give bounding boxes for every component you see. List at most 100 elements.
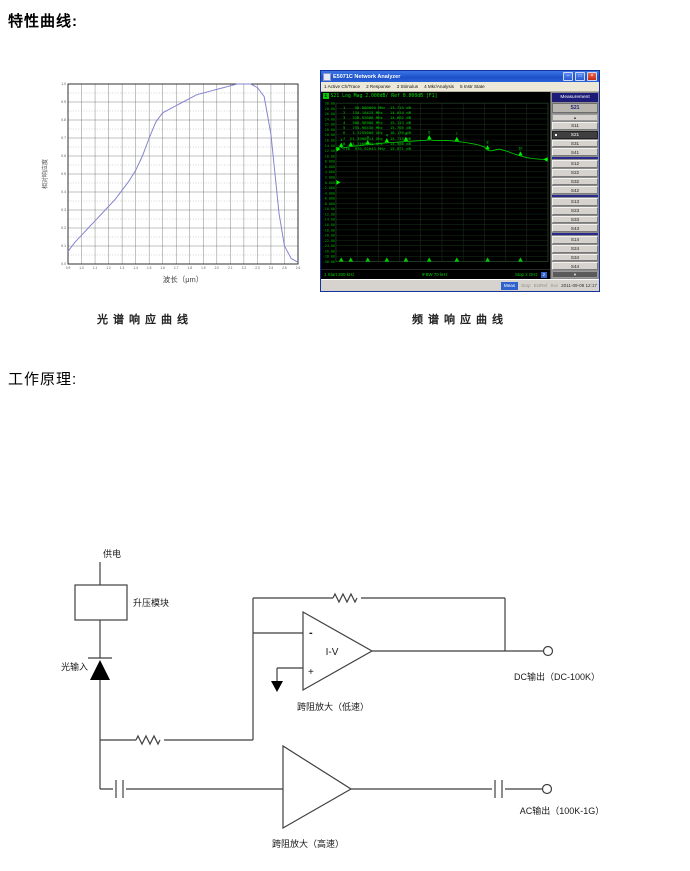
marker-table-row: 2 154.10425 MHz 14.014 dB xyxy=(343,110,411,116)
analyzer-titlebar[interactable]: E5071C Network Analyzer – □ × xyxy=(321,71,599,82)
panel-separator xyxy=(552,195,598,197)
svg-text:1.7: 1.7 xyxy=(174,266,179,270)
menu-item-5[interactable]: 5 Instr State xyxy=(459,84,485,89)
svg-text:0.9: 0.9 xyxy=(61,100,66,104)
svg-text:1.6: 1.6 xyxy=(160,266,165,270)
svg-text:-12.00: -12.00 xyxy=(323,212,335,216)
panel-separator xyxy=(552,157,598,159)
svg-text:2.3: 2.3 xyxy=(255,266,260,270)
scroll-up-button[interactable]: ▲ xyxy=(552,114,598,121)
svg-text:-18.00: -18.00 xyxy=(323,228,335,232)
tia-high-label: 跨阻放大（高速） xyxy=(272,838,344,849)
close-button[interactable]: × xyxy=(587,72,597,81)
resistor-icon xyxy=(135,734,161,746)
svg-text:-26.00: -26.00 xyxy=(323,249,335,253)
scroll-down-button[interactable]: ▼ xyxy=(552,271,598,278)
marker-table-row: 5 755.98430 MHz 15.705 dB xyxy=(343,125,411,131)
clock: 2011-09-09 12:17 xyxy=(561,283,597,288)
menu-item-2[interactable]: 2 Response xyxy=(366,84,391,89)
sweep-stop-label: Stop 2 GHz xyxy=(514,272,538,277)
svg-text:2.4: 2.4 xyxy=(269,266,274,270)
sparam-button-s43-11[interactable]: S43 xyxy=(552,224,598,232)
sparam-button-s42-7[interactable]: S42 xyxy=(552,186,598,194)
dc-output-terminal xyxy=(542,645,554,657)
dc-output-label: DC输出（DC-100K） xyxy=(514,671,600,682)
panel-active-display: S21 xyxy=(552,103,598,113)
sparam-button-s24-13[interactable]: S24 xyxy=(552,244,598,253)
caption-spectral: 光谱响应曲线 xyxy=(97,314,193,326)
sparam-button-s22-5[interactable]: S22 xyxy=(552,168,598,177)
svg-text:0.4: 0.4 xyxy=(61,190,66,194)
ground-icon xyxy=(271,681,283,692)
svg-text:2: 2 xyxy=(350,137,352,141)
trace-marker xyxy=(518,151,523,156)
sparam-button-s41[interactable]: S41 xyxy=(552,148,598,156)
trace-marker xyxy=(384,138,390,143)
opamp-iv-triangle xyxy=(302,610,374,692)
svg-text:2.1: 2.1 xyxy=(228,266,233,270)
maximize-button[interactable]: □ xyxy=(575,72,585,81)
sparam-button-s32-6[interactable]: S32 xyxy=(552,177,598,186)
panel-header: Measurement xyxy=(552,93,598,102)
sparam-button-s13-8[interactable]: S13 xyxy=(552,198,598,206)
trace-end-arrow xyxy=(543,157,548,162)
sparam-button-s14-12[interactable]: S14 xyxy=(552,236,598,244)
svg-text:2.0: 2.0 xyxy=(215,266,220,270)
svg-text:6.000: 6.000 xyxy=(325,165,335,169)
svg-text:0.000: 0.000 xyxy=(325,181,335,185)
ac-output-terminal xyxy=(541,783,553,795)
svg-text:8.000: 8.000 xyxy=(325,160,335,164)
trace-status-text: S21 Log Mag 2.000dB/ Ref 0.000dB [F1] xyxy=(330,93,438,99)
svg-text:-6.000: -6.000 xyxy=(323,197,335,201)
svg-text:1.0: 1.0 xyxy=(79,266,84,270)
opamp-minus-label: - xyxy=(309,627,313,639)
svg-text:1.3: 1.3 xyxy=(120,266,125,270)
ifbw-label: IFBW 70 kHz xyxy=(421,272,448,277)
svg-text:-22.00: -22.00 xyxy=(323,239,335,243)
panel-separator xyxy=(552,233,598,235)
sparam-button-s34-14[interactable]: S34 xyxy=(552,253,598,262)
sparam-button-s33-10[interactable]: S33 xyxy=(552,215,598,224)
menu-item-3[interactable]: 3 Stimulus xyxy=(396,84,419,89)
marker-axis-tick xyxy=(518,257,523,262)
menu-item-1[interactable]: 1 Active Ch/Trace xyxy=(324,84,361,89)
section-heading-principle: 工作原理: xyxy=(8,371,78,388)
menu-item-4[interactable]: 4 Mkr/Analysis xyxy=(424,84,454,89)
svg-text:12.00: 12.00 xyxy=(325,149,335,153)
capacitor-icon xyxy=(115,780,124,798)
spectral-ylabel: 相对响应度 xyxy=(41,159,49,189)
svg-text:2.5: 2.5 xyxy=(282,266,287,270)
sparam-button-s44-15[interactable]: S44 xyxy=(552,262,598,270)
ac-output-label: AC输出（100K-1G） xyxy=(520,805,605,816)
svg-text:1.9: 1.9 xyxy=(201,266,206,270)
marker-axis-tick xyxy=(365,257,371,262)
sparam-button-s11[interactable]: S11 xyxy=(552,122,598,130)
trace-marker xyxy=(339,142,344,147)
trace-marker xyxy=(485,145,490,150)
boost-module-label: 升压模块 xyxy=(133,597,169,608)
sparam-button-s12-4[interactable]: S12 xyxy=(552,160,598,168)
sparam-button-s21[interactable]: S21 xyxy=(552,130,598,139)
meas-status-badge: Meas xyxy=(500,281,519,290)
minimize-button[interactable]: – xyxy=(563,72,573,81)
sparam-button-s23-9[interactable]: S23 xyxy=(552,206,598,215)
marker-axis-tick xyxy=(338,257,344,262)
svg-text:1.8: 1.8 xyxy=(188,266,193,270)
svg-text:1.4: 1.4 xyxy=(133,266,138,270)
svg-text:26.00: 26.00 xyxy=(325,112,335,116)
marker-table-row: 4 500.96980 MHz 15.113 dB xyxy=(343,120,411,126)
caption-frequency: 频谱响应曲线 xyxy=(412,314,508,326)
marker-axis-tick xyxy=(384,257,390,262)
svg-text:3: 3 xyxy=(367,135,369,139)
photodiode-icon xyxy=(90,660,110,680)
sparam-button-s31[interactable]: S31 xyxy=(552,139,598,148)
svg-text:1.1: 1.1 xyxy=(93,266,98,270)
marker-axis-tick xyxy=(485,257,490,262)
svg-text:1.2: 1.2 xyxy=(106,266,111,270)
svg-text:8: 8 xyxy=(487,140,489,144)
svg-text:-24.00: -24.00 xyxy=(323,244,335,248)
svg-text:0.9: 0.9 xyxy=(66,266,71,270)
